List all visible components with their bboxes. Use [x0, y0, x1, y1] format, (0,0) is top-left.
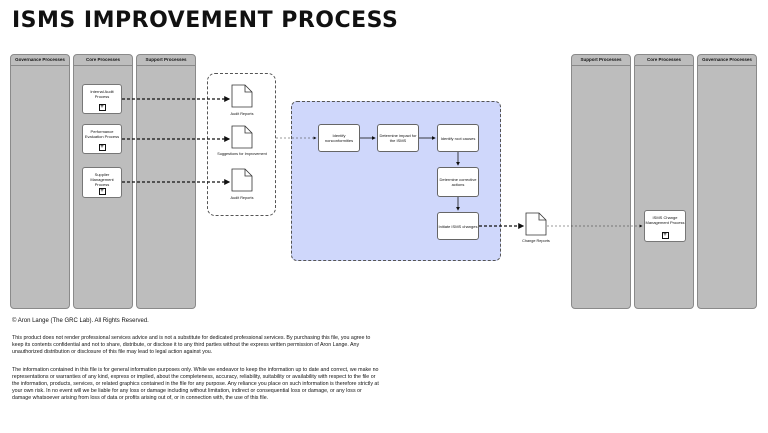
process-internal-audit[interactable]: Internal Audit Process + [82, 84, 122, 114]
documents-container [207, 73, 276, 216]
step-initiate-isms-changes[interactable]: Initiate ISMS changes [437, 212, 479, 240]
copyright: © Aron Lange (The GRC Lab). All Rights R… [12, 318, 149, 324]
page-title: ISMS IMPROVEMENT PROCESS [12, 8, 399, 33]
disclaimer-paragraph-1: This product does not render professiona… [12, 335, 371, 355]
step-label: Initiate ISMS changes [438, 223, 478, 229]
step-identify-root-causes[interactable]: Identify root causes [437, 124, 479, 152]
document-icon [525, 212, 547, 236]
step-determine-impact[interactable]: Determine impact for the ISMS [377, 124, 419, 152]
plus-icon[interactable]: + [98, 188, 106, 195]
step-label: Determine impact for the ISMS [379, 133, 417, 143]
step-label: Identify root causes [440, 135, 476, 141]
lane-header: Core Processes [635, 55, 693, 66]
plus-icon[interactable]: + [98, 104, 106, 111]
lane-support-left: Support Processes [136, 54, 196, 309]
step-label: Determine corrective actions [439, 177, 477, 187]
lane-header: Governance Processes [698, 55, 756, 66]
disclaimer-paragraph-2: The information contained in this file i… [12, 367, 379, 401]
lane-header: Support Processes [572, 55, 630, 66]
document-icon [231, 84, 253, 108]
process-label: Supplier Management Process [90, 172, 114, 187]
lane-header: Core Processes [74, 55, 132, 66]
doc-label-change-reports: Change Reports [522, 239, 550, 243]
process-label: Performance Evaluation Process [84, 129, 120, 139]
step-label: Identify nonconformities [324, 133, 354, 143]
lane-core-right: Core Processes [634, 54, 694, 309]
process-supplier-management[interactable]: Supplier Management Process + [82, 167, 122, 198]
lane-header: Governance Processes [11, 55, 69, 66]
doc-label-audit-reports: Audit Reports [230, 112, 254, 116]
doc-label-audit-reports-2: Audit Reports [230, 196, 254, 200]
plus-icon[interactable]: + [98, 144, 106, 151]
document-icon [231, 125, 253, 149]
document-icon [231, 168, 253, 192]
plus-icon[interactable]: + [661, 232, 669, 239]
lane-governance-left: Governance Processes [10, 54, 70, 309]
lane-governance-right: Governance Processes [697, 54, 757, 309]
step-determine-corrective-actions[interactable]: Determine corrective actions [437, 167, 479, 197]
lane-support-right: Support Processes [571, 54, 631, 309]
step-identify-nonconformities[interactable]: Identify nonconformities [318, 124, 360, 152]
doc-label-suggestions: Suggestions for Improvement [217, 152, 267, 156]
process-label: ISMS Change Management Process [645, 215, 685, 225]
process-label: Internal Audit Process [90, 89, 114, 99]
process-isms-change-management[interactable]: ISMS Change Management Process + [644, 210, 686, 242]
process-performance-evaluation[interactable]: Performance Evaluation Process + [82, 124, 122, 154]
lane-header: Support Processes [137, 55, 195, 66]
